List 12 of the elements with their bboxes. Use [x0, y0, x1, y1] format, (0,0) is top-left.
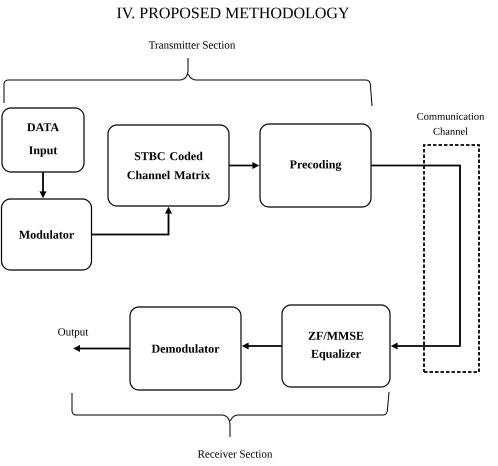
- section-label: Transmitter Section: [148, 41, 236, 49]
- process-box: ZF/MMSE Equalizer: [281, 304, 391, 388]
- output-text: Output: [58, 328, 88, 338]
- process-box: Precoding: [259, 123, 372, 208]
- process-box: Demodulator: [129, 306, 242, 391]
- connector-line: [372, 164, 424, 166]
- process-box: STBC Coded Channel Matrix: [107, 124, 230, 207]
- title: IV. PROPOSED METHODOLOGY: [117, 8, 350, 18]
- section-label: Receiver Section: [198, 450, 272, 458]
- process-box: DATA Input: [1, 107, 85, 173]
- process-box: Modulator: [0, 198, 92, 271]
- box-heading: Communication Channel: [417, 112, 484, 135]
